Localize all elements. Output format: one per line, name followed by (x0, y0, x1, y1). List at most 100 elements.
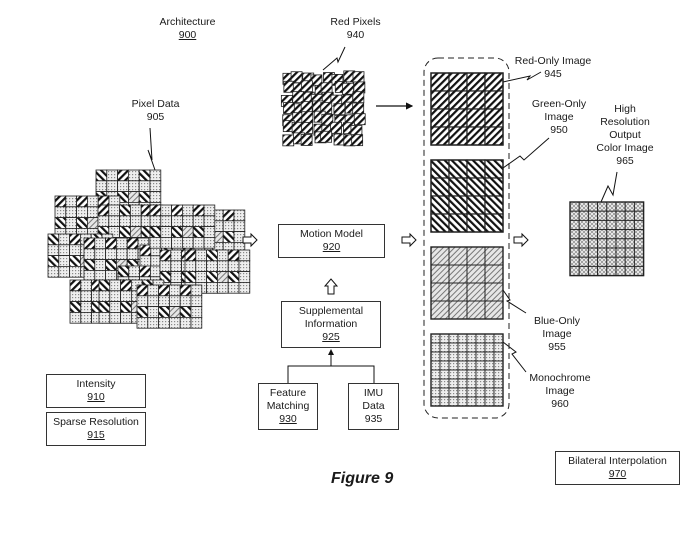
pixel-cell (94, 248, 107, 261)
grid-cell (475, 387, 486, 398)
grid-cell (430, 351, 441, 362)
grid-cell (430, 300, 450, 320)
supplemental-information-box: Supplemental Information 925 (281, 301, 381, 348)
pixel-cell (222, 220, 235, 233)
grid-cell (430, 369, 441, 380)
grid-cell (430, 342, 441, 353)
grid-cell (493, 351, 504, 362)
pixel-cell (149, 204, 162, 217)
red-pixel (333, 133, 346, 146)
pixel-cell (238, 260, 251, 272)
grid-cell (587, 219, 599, 231)
pixel-cell (129, 204, 142, 217)
red-pixel (352, 102, 365, 115)
grid-cell (606, 247, 617, 258)
pixel-cell (216, 281, 229, 294)
grid-cell (569, 219, 580, 231)
grid-cell (578, 201, 589, 212)
pixel-cell (158, 306, 170, 318)
grid-cell (606, 219, 617, 231)
pixel-cell (216, 249, 229, 262)
pixel-cell (160, 215, 173, 228)
pixel-cell (216, 260, 229, 272)
pixel-cell (158, 316, 170, 329)
grid-cell (484, 213, 504, 233)
grid-cell (448, 264, 468, 284)
pixel-cell (69, 301, 82, 313)
grid-cell (578, 210, 589, 221)
pixel-cell (184, 271, 197, 283)
block-arrow-up-icon (323, 278, 339, 295)
grid-cell (484, 360, 495, 371)
grid-cell (484, 177, 504, 197)
pixel-cell (158, 295, 170, 307)
pixel-cell (58, 233, 70, 246)
grid-cell (430, 108, 450, 128)
pixel-cell (69, 311, 82, 324)
pixel-cell (138, 169, 151, 182)
pixel-cell (97, 204, 110, 217)
pixel-cell (139, 265, 151, 278)
grid-cell (606, 256, 617, 267)
pixel-cell (206, 281, 218, 294)
grid-cell (633, 256, 645, 267)
pixel-cell (238, 271, 251, 283)
pixel-cell (195, 249, 208, 262)
grid-cell (578, 219, 589, 231)
grid-cell (597, 201, 608, 212)
grid-cell (457, 378, 468, 389)
pixel-cell (87, 206, 99, 219)
grid-cell (439, 351, 450, 362)
pixel-cell (98, 279, 111, 292)
grid-cell (493, 333, 504, 344)
pixel-cell (58, 255, 70, 267)
grid-cell (493, 360, 504, 371)
grid-cell (615, 256, 626, 267)
pixel-cell (126, 248, 139, 261)
pixel-cell (147, 284, 160, 297)
pixel-cell (222, 231, 235, 243)
grid-cell (633, 265, 645, 277)
grid-cell (569, 256, 580, 267)
grid-cell (569, 265, 580, 277)
grid-cell (466, 369, 477, 380)
pixel-cell (203, 236, 216, 249)
grid-cell (475, 342, 486, 353)
grid-cell (466, 333, 477, 344)
grid-cell (457, 360, 468, 371)
grid-cell (493, 387, 504, 398)
pixel-cell (120, 311, 132, 324)
grid-cell (430, 378, 441, 389)
pixel-cell (216, 271, 229, 283)
grid-cell (484, 369, 495, 380)
red-pixel (320, 102, 333, 114)
pixel-cell (69, 244, 81, 257)
pixel-cell (58, 244, 70, 257)
pixel-cell (170, 260, 183, 272)
red-pixel (300, 134, 313, 146)
pixel-cell (106, 169, 119, 182)
red-pixel (292, 91, 305, 104)
pixel-cell (129, 226, 142, 238)
grid-cell (578, 238, 589, 249)
grid-cell (597, 210, 608, 221)
grid-cell (466, 351, 477, 362)
grid-cell (484, 387, 495, 398)
pixel-cell (94, 237, 107, 250)
grid-cell (448, 159, 468, 179)
pixel-cell (179, 316, 192, 329)
grid-cell (484, 396, 495, 407)
pixel-cell (149, 215, 162, 228)
grid-cell (439, 387, 450, 398)
pixel-cell (109, 290, 122, 302)
grid-cell (624, 238, 635, 249)
grid-cell (633, 238, 645, 249)
pixel-cell (47, 244, 60, 257)
monochrome-image (430, 333, 504, 407)
pixel-cell (192, 215, 205, 228)
pixel-cell (136, 316, 149, 329)
grid-cell (624, 256, 635, 267)
pixel-cell (171, 226, 183, 238)
grid-cell (633, 219, 645, 231)
grid-cell (597, 219, 608, 231)
